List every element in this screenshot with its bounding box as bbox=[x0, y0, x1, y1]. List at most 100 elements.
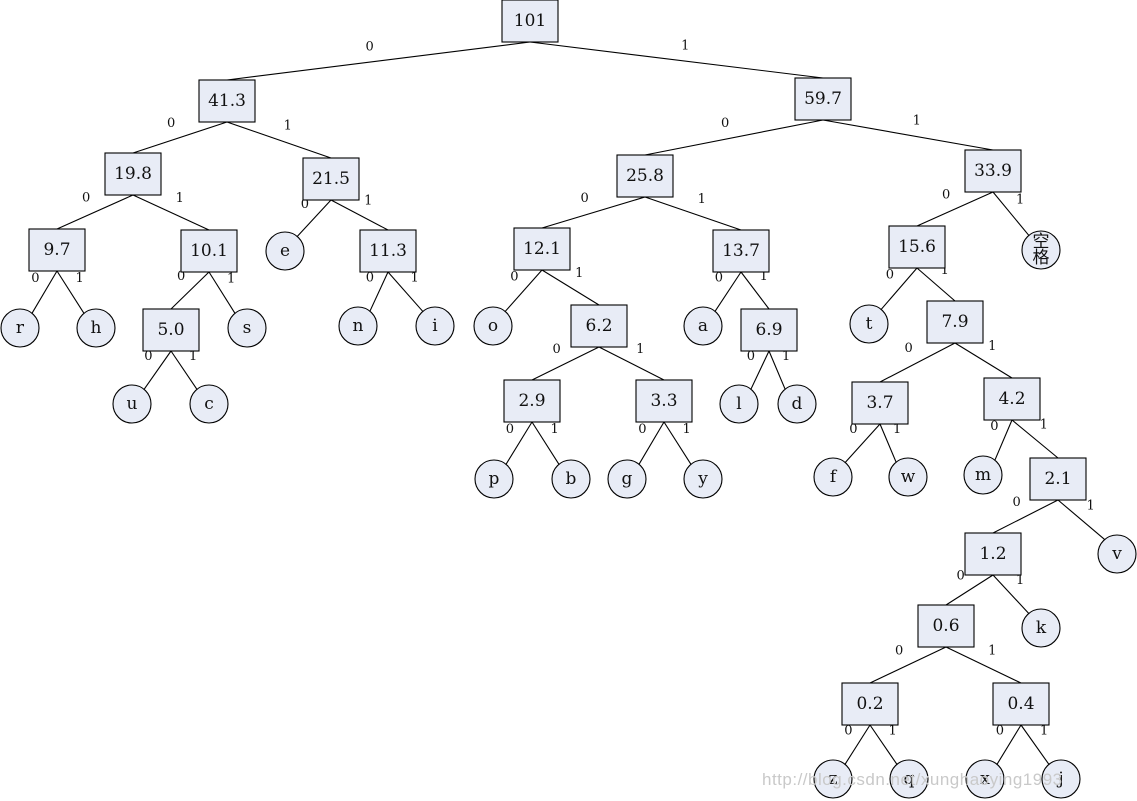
leaf-circle bbox=[227, 308, 267, 348]
weight-label: 19.8 bbox=[114, 164, 152, 184]
weight-label: 2.1 bbox=[1044, 469, 1071, 489]
edge-n0_6-n0_4 bbox=[945, 646, 1022, 684]
edge-bit-label: 1 bbox=[782, 349, 790, 364]
edge-bit-label: 1 bbox=[410, 271, 418, 286]
edge-bit-label: 1 bbox=[636, 342, 644, 357]
weight-box bbox=[926, 300, 984, 344]
internal-node: 13.7 bbox=[712, 229, 770, 273]
edge-bit-label: 0 bbox=[31, 271, 39, 286]
leaf-label: x bbox=[980, 769, 990, 789]
leaf-circle bbox=[607, 459, 647, 499]
leaf-node: n bbox=[338, 306, 378, 346]
edge-n25_8-n13_7 bbox=[644, 196, 742, 231]
internal-node: 25.8 bbox=[616, 154, 674, 198]
edge-n11_3-i bbox=[387, 271, 425, 313]
edge-n1_2-k bbox=[992, 574, 1031, 615]
weight-box bbox=[964, 532, 1022, 576]
weight-label: 33.9 bbox=[974, 161, 1012, 181]
internal-node: 12.1 bbox=[513, 227, 571, 271]
leaf-circle bbox=[1041, 759, 1081, 799]
leaf-node: m bbox=[963, 455, 1003, 495]
edge-bit-label: 0 bbox=[957, 569, 965, 584]
edge-bit-label: 0 bbox=[581, 191, 589, 206]
weight-label: 5.0 bbox=[157, 320, 184, 340]
leaf-circle bbox=[112, 384, 152, 424]
weight-box bbox=[570, 304, 628, 348]
weight-box bbox=[28, 228, 86, 272]
weight-box bbox=[917, 604, 975, 648]
edge-n25_8-n12_1 bbox=[541, 196, 646, 229]
weight-label: 41.3 bbox=[208, 91, 246, 111]
weight-box bbox=[142, 308, 200, 352]
weight-box bbox=[794, 77, 852, 121]
edge-bit-label: 0 bbox=[715, 271, 723, 286]
weight-label: 13.7 bbox=[722, 241, 760, 261]
weight-box bbox=[104, 152, 162, 196]
internal-node: 21.5 bbox=[302, 157, 360, 201]
edge-n7_9-n3_7 bbox=[879, 342, 956, 383]
leaf-circle bbox=[965, 759, 1005, 799]
leaf-circle bbox=[551, 459, 591, 499]
weight-box bbox=[1029, 457, 1087, 501]
leaf-label: j bbox=[1056, 769, 1063, 789]
edge-n21_5-n11_3 bbox=[330, 199, 389, 231]
leaf-node: h bbox=[76, 308, 116, 348]
edge-n6_9-d bbox=[768, 350, 787, 391]
edge-bit-label: 1 bbox=[698, 192, 706, 207]
edge-bit-label: 0 bbox=[849, 422, 857, 437]
weight-box bbox=[888, 225, 946, 269]
leaf-label: h bbox=[91, 318, 102, 338]
weight-label: 2.9 bbox=[518, 391, 545, 411]
edge-bit-label: 1 bbox=[575, 266, 583, 281]
edge-n13_7-n6_9 bbox=[740, 271, 770, 310]
leaf-node: u bbox=[112, 384, 152, 424]
edge-n0_6-n0_2 bbox=[869, 646, 947, 684]
internal-node: 5.0 bbox=[142, 308, 200, 352]
edge-n3_3-y bbox=[663, 421, 693, 466]
edge-n1_2-n0_6 bbox=[945, 574, 994, 606]
edge-bit-label: 0 bbox=[366, 271, 374, 286]
leaf-circle bbox=[474, 459, 514, 499]
weight-label: 59.7 bbox=[804, 89, 842, 109]
leaf-node: t bbox=[849, 304, 889, 344]
edge-n6_2-n3_3 bbox=[598, 346, 665, 381]
leaf-node: b bbox=[551, 459, 591, 499]
leaf-label: t bbox=[866, 314, 873, 334]
leaf-label-char: 空 bbox=[1033, 232, 1050, 252]
edge-bit-label: 0 bbox=[506, 422, 514, 437]
leaf-label: w bbox=[901, 467, 916, 487]
weight-label: 101 bbox=[514, 11, 546, 31]
leaf-circle bbox=[1097, 534, 1137, 574]
leaf-circle bbox=[963, 455, 1003, 495]
leaf-circle bbox=[683, 459, 723, 499]
leaf-node: x bbox=[965, 759, 1005, 799]
weight-label: 1.2 bbox=[979, 544, 1006, 564]
leaf-circle bbox=[1021, 230, 1061, 270]
edge-bit-label: 1 bbox=[189, 349, 197, 364]
weight-label: 7.9 bbox=[941, 312, 968, 332]
leaf-label: c bbox=[204, 394, 214, 414]
leaf-node: k bbox=[1021, 608, 1061, 648]
edges-layer bbox=[30, 41, 1106, 766]
edge-n19_8-n10_1 bbox=[132, 194, 210, 231]
weight-box bbox=[992, 682, 1050, 726]
edge-n59_7-n33_9 bbox=[822, 119, 994, 151]
leaf-label: r bbox=[16, 318, 25, 338]
edge-bit-label: 1 bbox=[1016, 193, 1024, 208]
edge-n59_7-n25_8 bbox=[644, 119, 824, 156]
internal-node: 59.7 bbox=[794, 77, 852, 121]
leaf-circle bbox=[1021, 608, 1061, 648]
edge-n101-n59_7 bbox=[529, 41, 824, 79]
weight-box bbox=[180, 229, 238, 273]
internal-node: 9.7 bbox=[28, 228, 86, 272]
weight-box bbox=[513, 227, 571, 271]
leaf-label: e bbox=[280, 241, 290, 261]
leaf-circle bbox=[777, 384, 817, 424]
internal-node: 41.3 bbox=[198, 79, 256, 123]
leaf-label: k bbox=[1036, 618, 1047, 638]
weight-box bbox=[503, 379, 561, 423]
leaf-label: y bbox=[697, 469, 708, 489]
edge-n15_6-n7_9 bbox=[916, 267, 956, 302]
leaf-label: i bbox=[432, 316, 438, 336]
